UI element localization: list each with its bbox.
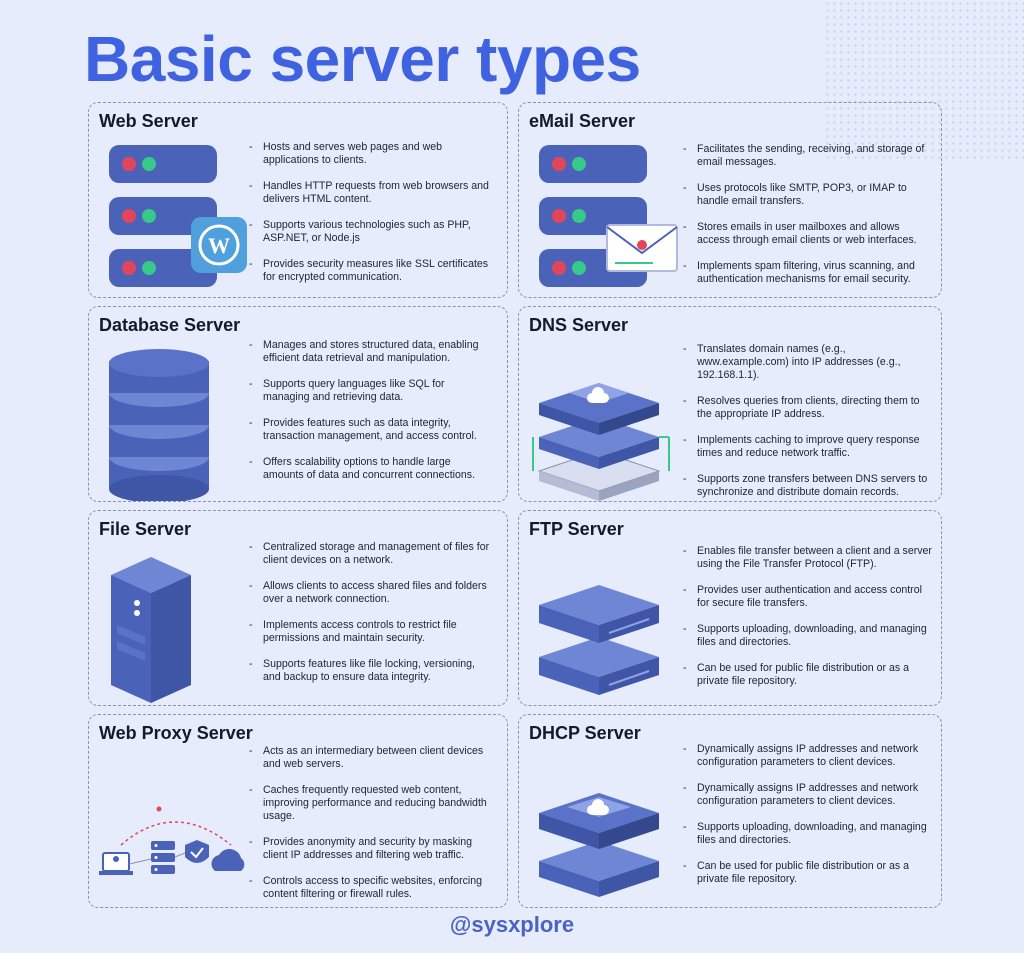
bullet: Acts as an intermediary between client d… [249,745,494,771]
bullet: Offers scalability options to handle lar… [249,456,494,482]
card-title: Web Server [99,111,198,131]
bullet: Controls access to specific websites, en… [249,875,494,901]
bullet: Centralized storage and management of fi… [249,541,494,567]
laptop-icon [99,852,133,875]
card-email-server: eMail Server Facilitates the sending, re… [518,102,942,298]
card-web-proxy-server: Web Proxy Server Acts as an intermediary… [88,714,508,908]
card-file-server: File Server Centralized storage and mana… [88,510,508,706]
dns-server-illustration [532,383,670,501]
card-title: DHCP Server [529,723,641,743]
envelope-icon [606,224,678,272]
bullet: Hosts and serves web pages and web appli… [249,141,494,167]
svg-text:W: W [208,233,230,258]
card-title: File Server [99,519,192,539]
card-title: Web Proxy Server [99,723,253,743]
footer-handle: @sysxplore [449,912,575,937]
bullet: Provides security measures like SSL cert… [249,258,494,284]
cloud-icon [211,849,245,871]
bullet: Implements caching to improve query resp… [683,434,933,460]
shield-icon [185,840,209,863]
bullet: Allows clients to access shared files an… [249,580,494,606]
web-proxy-illustration [99,806,245,875]
file-server-illustration [111,557,191,703]
card-dhcp-server: DHCP Server Dynamically assigns IP addre… [518,714,942,908]
bullet: Uses protocols like SMTP, POP3, or IMAP … [683,182,933,208]
page-title: Basic server types [84,23,641,95]
bullet: Enables file transfer between a client a… [683,545,933,571]
bullet: Provides features such as data integrity… [249,417,494,443]
card-web-server: Web Server W Hosts and serves web pages … [88,102,508,298]
bullet: Can be used for public file distribution… [683,860,933,886]
bullet: Dynamically assigns IP addresses and net… [683,743,933,769]
bullet: Facilitates the sending, receiving, and … [683,143,933,169]
bullet: Supports various technologies such as PH… [249,219,494,245]
card-ftp-server: FTP Server Enables file transfer between… [518,510,942,706]
bullet: Caches frequently requested web content,… [249,784,494,823]
bullet: Can be used for public file distribution… [683,662,933,688]
bullet: Resolves queries from clients, directing… [683,395,933,421]
bullet: Supports zone transfers between DNS serv… [683,473,933,499]
ftp-server-illustration [539,585,659,695]
decorative-dot-pattern [824,0,1024,160]
server-rack-icon [151,841,175,874]
card-title: eMail Server [529,111,636,131]
bullet: Manages and stores structured data, enab… [249,339,494,365]
card-dns-server: DNS Server Translates domain names (e.g.… [518,306,942,502]
bullet: Provides anonymity and security by maski… [249,836,494,862]
card-title: DNS Server [529,315,629,335]
bullet: Supports uploading, downloading, and man… [683,623,933,649]
bullet: Provides user authentication and access … [683,584,933,610]
email-server-illustration [539,145,678,287]
bullet: Translates domain names (e.g., www.examp… [683,343,933,382]
dhcp-server-illustration [539,793,659,897]
bullet: Handles HTTP requests from web browsers … [249,180,494,206]
bullet: Supports uploading, downloading, and man… [683,821,933,847]
bullet: Implements access controls to restrict f… [249,619,494,645]
bullet: Stores emails in user mailboxes and allo… [683,221,933,247]
bullet: Dynamically assigns IP addresses and net… [683,782,933,808]
card-title: FTP Server [529,519,624,539]
database-illustration [109,349,209,501]
web-server-illustration: W [109,145,247,287]
card-title: Database Server [99,315,241,335]
bullet: Implements spam filtering, virus scannin… [683,260,933,286]
card-database-server: Database Server Manages and stores struc… [88,306,508,502]
wordpress-icon: W [191,217,247,273]
bullet: Supports query languages like SQL for ma… [249,378,494,404]
bullet: Supports features like file locking, ver… [249,658,494,684]
